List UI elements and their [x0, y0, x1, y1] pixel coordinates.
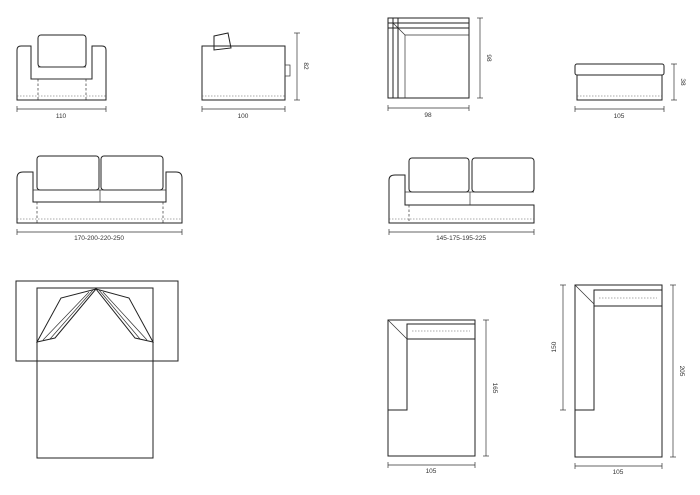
armchair-front-width-label: 110	[56, 113, 67, 120]
armchair-side-height-label: 82	[302, 62, 309, 70]
corner-width-label: 98	[424, 112, 432, 119]
sofa-one-arm-width-label: 145-175-195-225	[436, 235, 486, 242]
pouf-height-label: 38	[679, 78, 686, 86]
sofa-width-label: 170-200-220-250	[74, 235, 124, 242]
chaise-long-drawing: 105 150 205	[551, 284, 685, 476]
chaise-short-length-label: 165	[491, 383, 498, 394]
chaise-long-seat-length-label: 150	[551, 341, 558, 352]
corner-top-drawing: 98 98	[387, 17, 492, 119]
chaise-short-drawing: 105 165	[387, 319, 498, 475]
armchair-side-depth-label: 100	[238, 113, 249, 120]
pouf-width-label: 105	[614, 113, 625, 120]
armchair-side-drawing: 100 82	[201, 32, 309, 120]
chaise-long-total-length-label: 205	[678, 366, 685, 377]
chaise-short-width-label: 105	[426, 468, 437, 475]
chaise-long-width-label: 105	[613, 469, 624, 476]
sofa-one-arm-front-drawing: 145-175-195-225	[388, 157, 535, 242]
pouf-front-drawing: 105 38	[574, 63, 686, 120]
sofa-bed-drawing	[15, 280, 179, 459]
armchair-front-drawing: 110	[16, 34, 107, 120]
sofa-front-drawing: 170-200-220-250	[16, 155, 183, 242]
corner-depth-label: 98	[485, 54, 492, 62]
